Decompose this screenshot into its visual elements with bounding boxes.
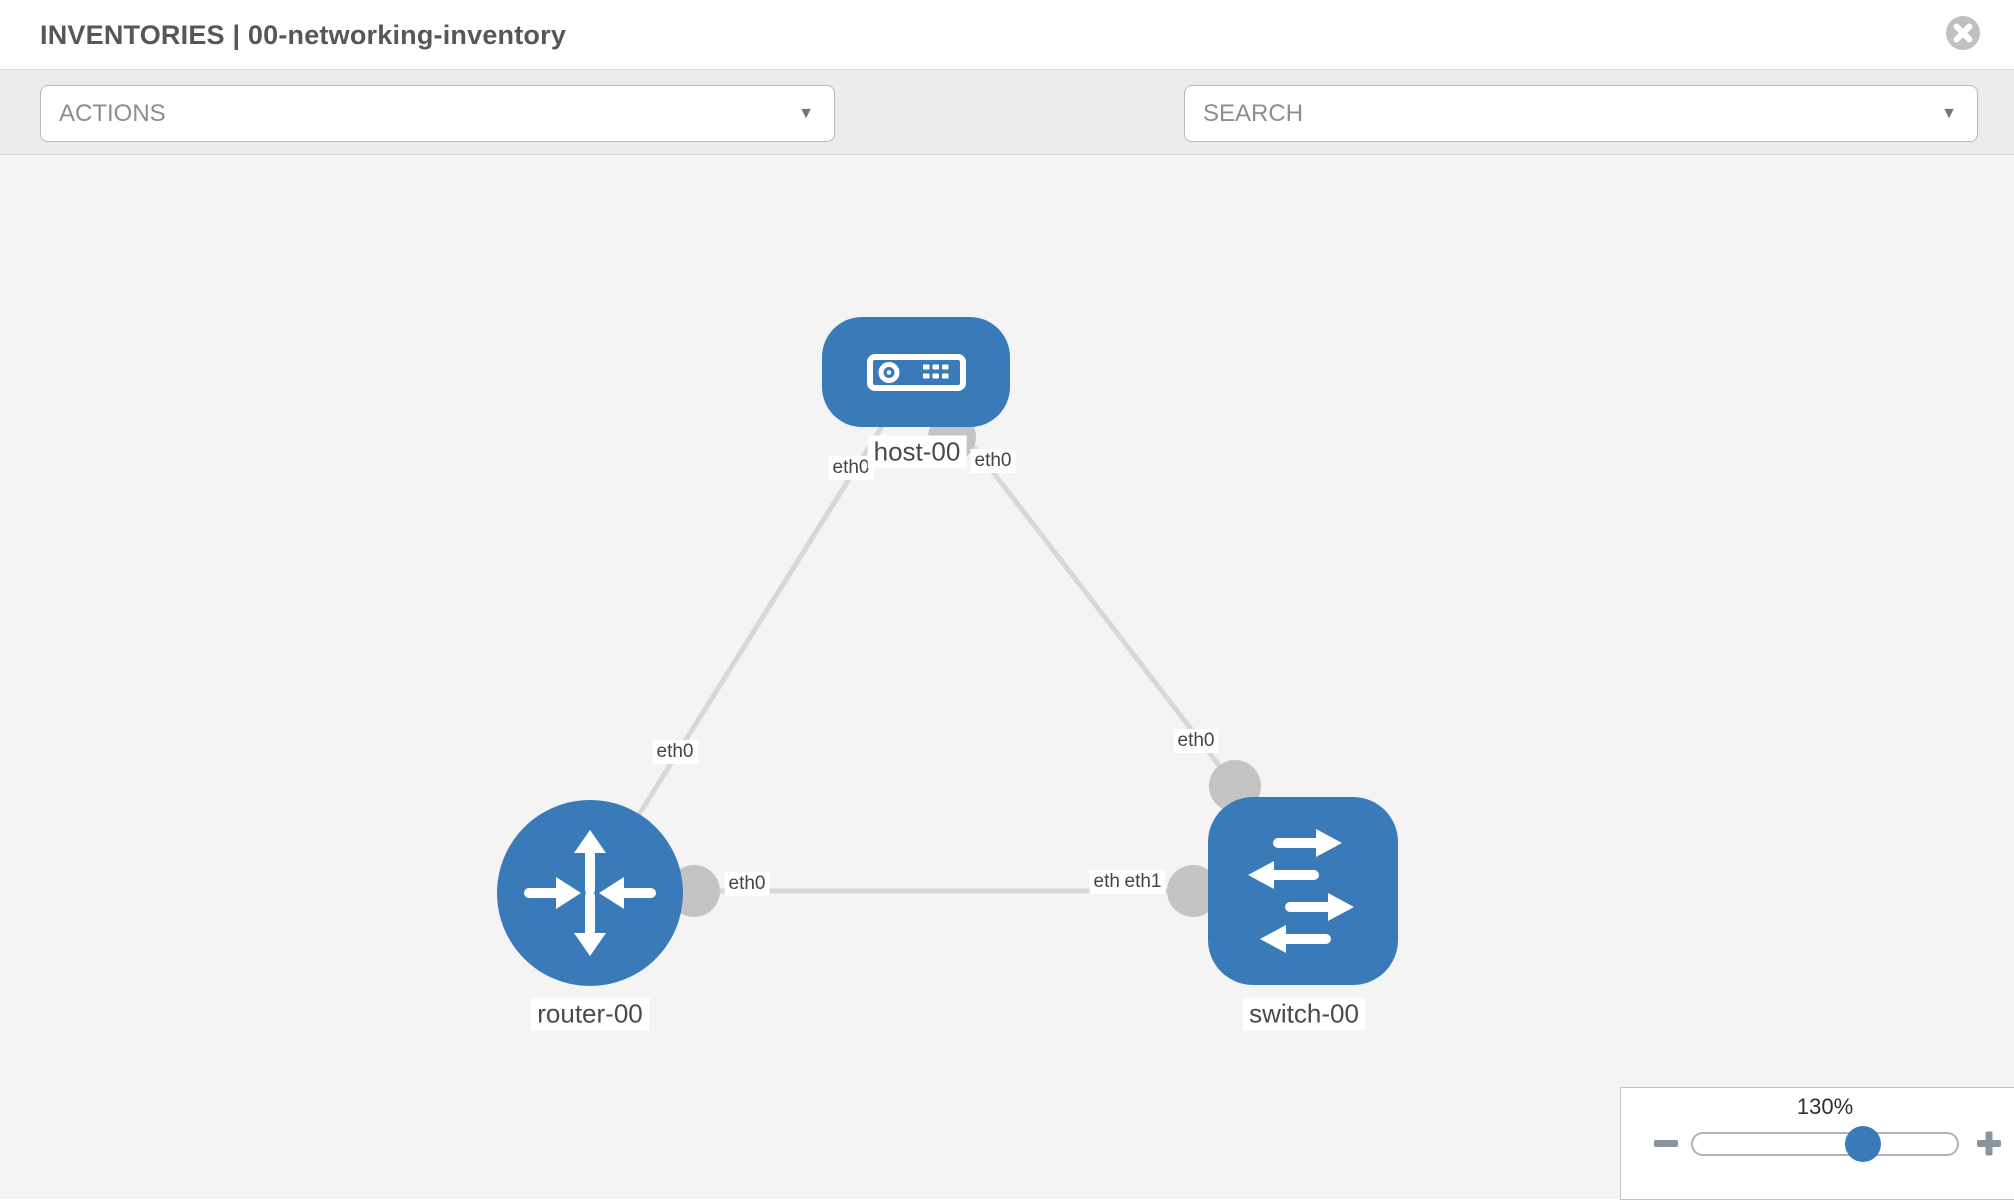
node-host[interactable] bbox=[822, 317, 1010, 427]
topology-canvas[interactable]: eth0 eth0 eth0 eth0 eth0 eth0 eth1 host-… bbox=[0, 155, 2014, 1200]
title-bar: INVENTORIES | 00-networking-inventory bbox=[0, 0, 2014, 70]
interface-label: eth1 bbox=[1120, 870, 1166, 894]
search-dropdown[interactable]: SEARCH ▼ bbox=[1184, 85, 1978, 142]
actions-dropdown-label: ACTIONS bbox=[59, 100, 166, 127]
search-dropdown-label: SEARCH bbox=[1203, 100, 1304, 127]
interface-label: eth0 bbox=[724, 872, 770, 896]
interface-label: eth0 bbox=[652, 740, 698, 764]
minus-icon bbox=[1654, 1139, 1678, 1147]
node-label-host: host-00 bbox=[867, 435, 967, 469]
interface-bubble-switch-left bbox=[1167, 865, 1219, 917]
router-icon bbox=[524, 830, 656, 956]
chevron-down-icon: ▼ bbox=[1941, 105, 1957, 122]
chevron-down-icon: ▼ bbox=[798, 105, 814, 122]
zoom-slider-handle[interactable] bbox=[1845, 1126, 1881, 1162]
interface-label: eth0 bbox=[970, 449, 1016, 473]
node-label-router: router-00 bbox=[531, 997, 649, 1031]
zoom-in-button[interactable] bbox=[1967, 1122, 2011, 1166]
node-switch[interactable] bbox=[1208, 797, 1398, 985]
node-label-switch: switch-00 bbox=[1243, 997, 1365, 1031]
host-icon bbox=[867, 354, 966, 391]
zoom-panel: 130% bbox=[1620, 1087, 2014, 1200]
zoom-slider-track[interactable] bbox=[1691, 1132, 1959, 1156]
toolbar: ACTIONS ▼ SEARCH ▼ bbox=[0, 70, 2014, 201]
close-button[interactable] bbox=[1944, 14, 1982, 52]
switch-icon bbox=[1248, 829, 1354, 953]
close-icon bbox=[1946, 16, 1980, 50]
plus-icon bbox=[1977, 1131, 2001, 1155]
zoom-out-button[interactable] bbox=[1644, 1122, 1688, 1166]
node-router[interactable] bbox=[497, 800, 683, 986]
interface-label: eth0 bbox=[1173, 729, 1219, 753]
interface-label: eth0 bbox=[828, 456, 874, 480]
actions-dropdown[interactable]: ACTIONS ▼ bbox=[40, 85, 835, 142]
page-title: INVENTORIES | 00-networking-inventory bbox=[40, 20, 567, 50]
zoom-level: 130% bbox=[1796, 1094, 1854, 1119]
